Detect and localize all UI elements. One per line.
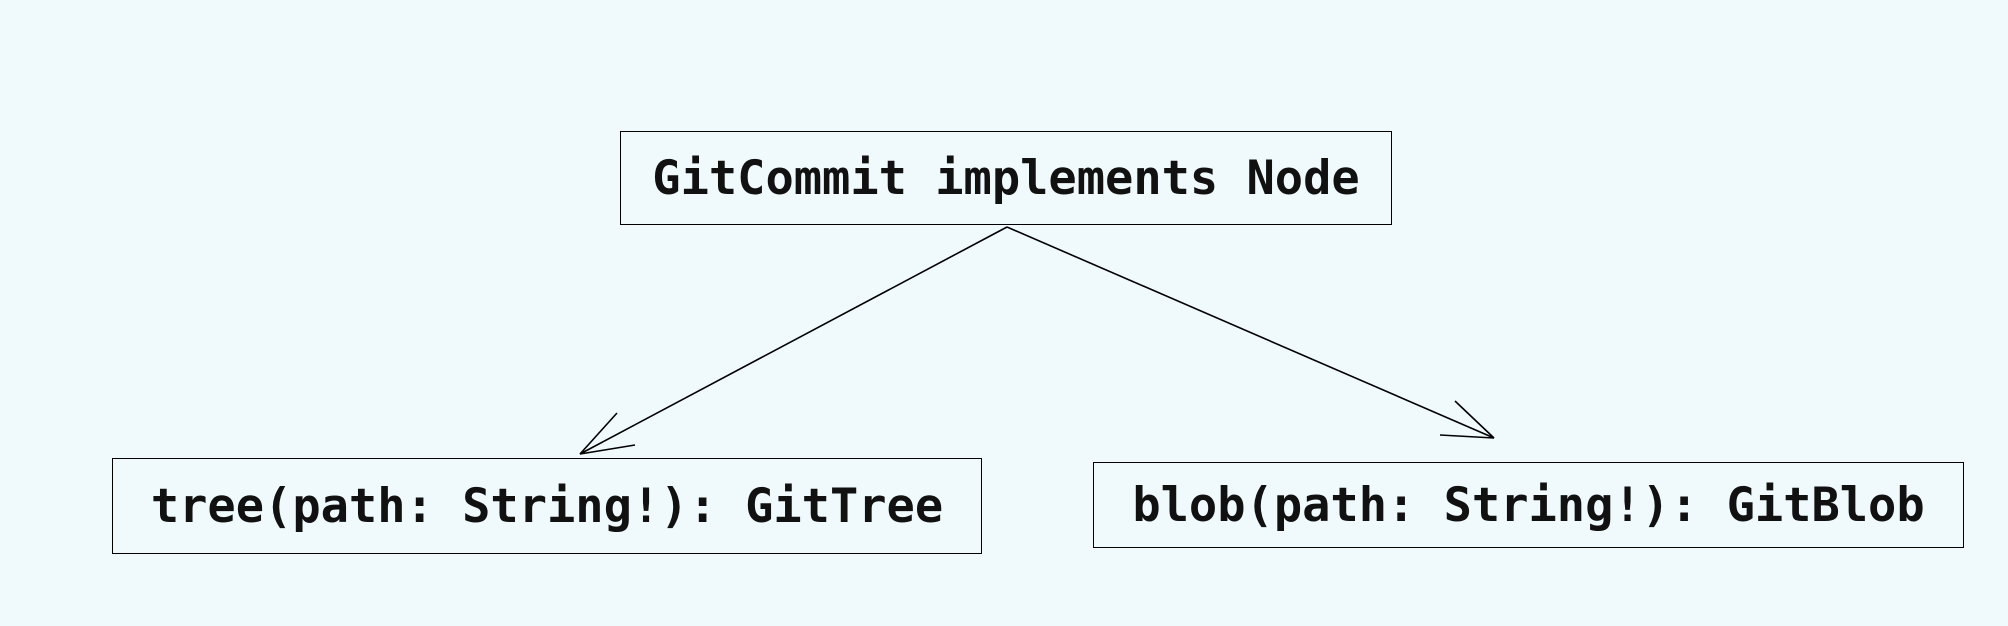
node-tree-field: tree(path: String!): GitTree xyxy=(112,458,982,554)
edge-root-to-left xyxy=(579,226,1008,455)
node-blob-field: blob(path: String!): GitBlob xyxy=(1093,462,1964,548)
node-gitcommit: GitCommit implements Node xyxy=(620,131,1392,225)
edge-root-to-right xyxy=(1006,226,1495,439)
